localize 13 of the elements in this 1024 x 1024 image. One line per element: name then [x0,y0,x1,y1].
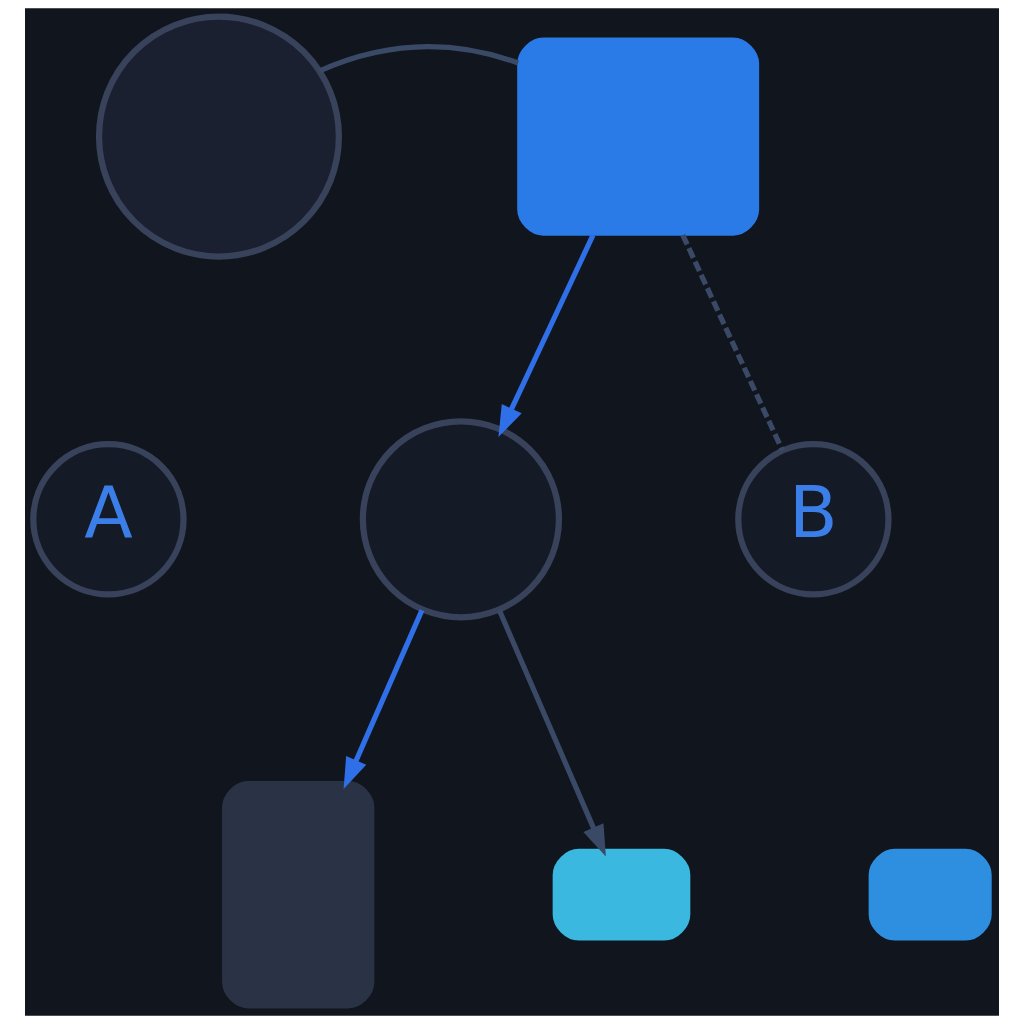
node-circle [95,13,342,260]
connector [318,44,519,74]
arrow [496,609,606,857]
node-box [552,848,691,941]
arrow [343,609,425,790]
arrow [498,234,596,438]
node-circle [359,418,563,621]
node-circle: B [735,441,892,598]
node-circle: A [30,441,187,598]
node-box [517,37,760,236]
connector [680,234,785,452]
node-box [868,848,992,941]
node-box [222,781,375,1009]
